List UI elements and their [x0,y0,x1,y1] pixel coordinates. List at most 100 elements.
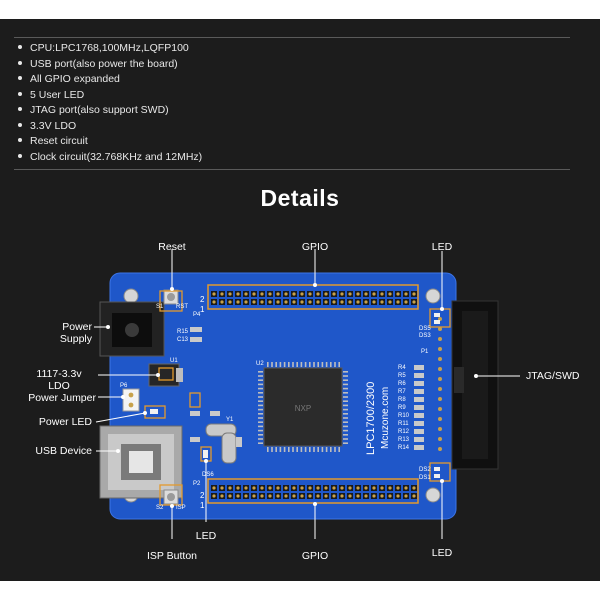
chip-pin [338,447,340,452]
chip-pin [258,400,263,402]
header-pin-pad [308,300,312,304]
header-pin-pad [268,486,272,490]
chip-pin [292,447,294,452]
header-pin-pad [356,494,360,498]
callout-dot [143,411,147,415]
chip-pin [313,447,315,452]
silk-y1: Y1 [226,417,234,423]
silk-s1: S1 [156,304,164,310]
chip-pin [258,396,263,398]
chip-marking: NXP [295,404,311,413]
header-pin-pad [316,292,320,296]
chip-pin [321,362,324,367]
feature-item: 5 User LED [18,88,202,104]
smd-resistor [414,365,424,370]
feature-list: CPU:LPC1768,100MHz,LQFP100 USB port(also… [18,41,202,165]
jtag-pin [438,377,442,381]
header-pin-pad [228,300,232,304]
callout-leaders [94,249,520,539]
header-pin-pad [252,486,256,490]
callout-led-top-right: LED [431,241,453,253]
callout-dot [156,373,160,377]
chip-pin [343,421,348,423]
header-pin-pad [364,486,368,490]
chip-pin [279,362,282,367]
header-pin-pad [404,300,408,304]
chip-pin [309,447,311,452]
callout-dot [440,479,444,483]
header-pin-pad [260,486,264,490]
silk-u1: U1 [170,358,178,364]
leader-power-led [95,412,146,423]
silk-resistor-label: R14 [398,445,410,451]
header-pin-pad [212,486,216,490]
header-pin-pad [324,494,328,498]
chip-pin [343,442,348,444]
jtag-pin-row [438,317,442,451]
silk-ds5: DS5 [419,326,431,332]
chip-pin [343,404,348,407]
chip-pin [258,438,263,440]
header-pin-pad [332,486,336,490]
header-pin-pad [380,494,384,498]
chip-pin [267,447,269,452]
callout-dot [313,502,317,506]
silk-p1: P1 [421,349,429,355]
header-pin-pad [260,494,264,498]
chip-pin [343,425,348,428]
header-pin-pad [396,486,400,490]
chip-pin [309,362,311,367]
callout-gpio-top: GPIO [301,241,329,253]
header-pin-pad [292,494,296,498]
chip-pin [343,438,348,440]
smd-capacitor [190,327,202,332]
silk-resistor-label: R5 [398,373,406,379]
bottom-divider [14,169,570,170]
mounting-hole [123,288,139,304]
chip-pin [271,362,273,367]
led-ds6 [203,450,208,458]
crystal-32khz [221,432,237,464]
jtag-pin [438,347,442,351]
led-ds3 [434,320,440,324]
header-pin-pad [268,494,272,498]
smd-resistor [414,405,424,410]
mounting-hole [425,487,441,503]
header-pin-pad [228,494,232,498]
smd-resistor [414,373,424,378]
chip-pin [258,392,263,394]
led-ds5 [434,313,440,317]
silk-resistor-label: R8 [398,397,406,403]
header-pin-pad [292,300,296,304]
silk-r15: R15 [177,329,189,335]
jumper-pin [128,392,134,398]
header-pin-pad [228,486,232,490]
header-pin-pad [316,494,320,498]
header-pin-pad [220,494,224,498]
jtag-pin [438,327,442,331]
chip-pin [343,387,348,390]
header-pin-pad [276,292,280,296]
header-pin-pad [356,300,360,304]
smd-capacitor [236,437,242,447]
jtag-pin [438,417,442,421]
header-pin-pad [324,300,328,304]
chip-pin [304,362,307,367]
feature-item: CPU:LPC1768,100MHz,LQFP100 [18,41,202,57]
header-pin-pad [292,486,296,490]
header-pin-pad [356,292,360,296]
jtag-pin [438,407,442,411]
chip-pin [338,362,340,367]
header-pin-pad [324,292,328,296]
header-pin-pad [236,494,240,498]
jtag-pin [438,337,442,341]
callout-jtag-swd: JTAG/SWD [526,370,580,382]
header-pin-pad [268,292,272,296]
silk-brand: Mcuzone.com [380,387,391,449]
callout-dot [440,307,444,311]
header-pin-pad [252,300,256,304]
header-pin-pad [340,486,344,490]
chip-pin [343,408,348,411]
silk-resistor-label: R12 [398,429,410,435]
header-pin-pad [284,292,288,296]
